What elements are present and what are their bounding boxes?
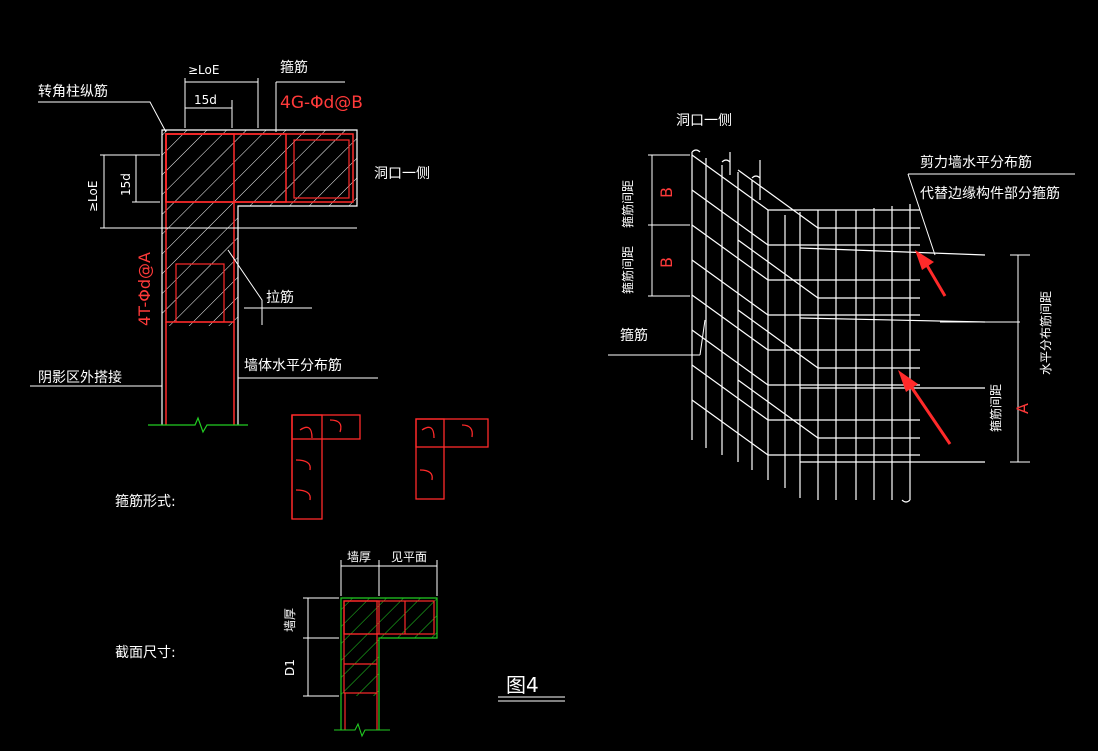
- label-opening-side-left: 洞口一侧: [374, 166, 430, 182]
- label-stirrup-spec-left: 4T-Φd@A: [135, 252, 154, 326]
- label-b1: B: [657, 187, 676, 198]
- label-d1: D1: [283, 659, 297, 676]
- stirrup-form-b: [415, 418, 489, 500]
- label-ge-loe-left: ≥LoE: [86, 181, 100, 212]
- hatch-green-h: [341, 598, 437, 638]
- stirrup-inner-h: [293, 139, 350, 199]
- label-opening-side-right: 洞口一侧: [676, 113, 732, 129]
- label-shear-wall-horizontal-bar: 剪力墙水平分布筋: [920, 154, 1032, 171]
- label-section-size: 截面尺寸:: [115, 645, 176, 661]
- column-outline: [161, 129, 358, 425]
- label-ge-loe-top: ≥LoE: [188, 63, 219, 77]
- label-wall-horizontal-bar: 墙体水平分布筋: [244, 357, 342, 374]
- stirrup-form-a: [291, 414, 361, 520]
- hatch-vertical-leg: [162, 206, 238, 326]
- label-wall-thickness-left: 墙厚: [283, 608, 297, 632]
- label-15d-left: 15d: [119, 173, 133, 196]
- label-corner-column-bar: 转角柱纵筋: [38, 83, 108, 100]
- hatch-green-v: [341, 638, 379, 696]
- label-see-plan: 见平面: [391, 550, 427, 564]
- red-arrow-lower: [898, 370, 952, 445]
- label-replace-boundary-stirrup: 代替边缘构件部分箍筋: [920, 185, 1060, 202]
- rebar-cage-3d: [691, 149, 986, 503]
- label-figure-number: 图4: [506, 673, 539, 697]
- column-plan: [30, 78, 378, 434]
- red-arrow-upper: [915, 250, 947, 297]
- label-shadow-outside-lap: 阴影区外搭接: [38, 369, 122, 386]
- label-a: A: [1013, 403, 1032, 414]
- stirrup-inner-v: [175, 263, 225, 323]
- label-horizontal-bar-spacing: 水平分布筋间距: [1038, 291, 1053, 375]
- leader-corner-bar: [38, 101, 167, 133]
- label-stirrup-spacing-a: 箍筋间距: [988, 384, 1003, 432]
- label-stirrup-form: 箍筋形式:: [115, 493, 176, 510]
- label-tie-bar: 拉筋: [266, 289, 294, 306]
- label-15d-top: 15d: [194, 93, 217, 107]
- label-stirrup-top: 箍筋: [280, 59, 308, 76]
- leader-tie: [227, 249, 263, 325]
- break-line: [148, 416, 248, 434]
- hatch-horizontal-leg: [162, 130, 357, 206]
- label-stirrup-spacing-b2: 箍筋间距: [620, 246, 635, 294]
- label-stirrup-spec-top: 4G-Φd@B: [280, 93, 363, 113]
- section-size-plan: [303, 560, 438, 738]
- label-stirrup-right: 箍筋: [620, 327, 648, 344]
- label-b2: B: [657, 257, 676, 268]
- cage-dimensions: [608, 154, 1075, 463]
- label-wall-thickness-top: 墙厚: [347, 550, 371, 564]
- label-stirrup-spacing-b1: 箍筋间距: [620, 180, 635, 228]
